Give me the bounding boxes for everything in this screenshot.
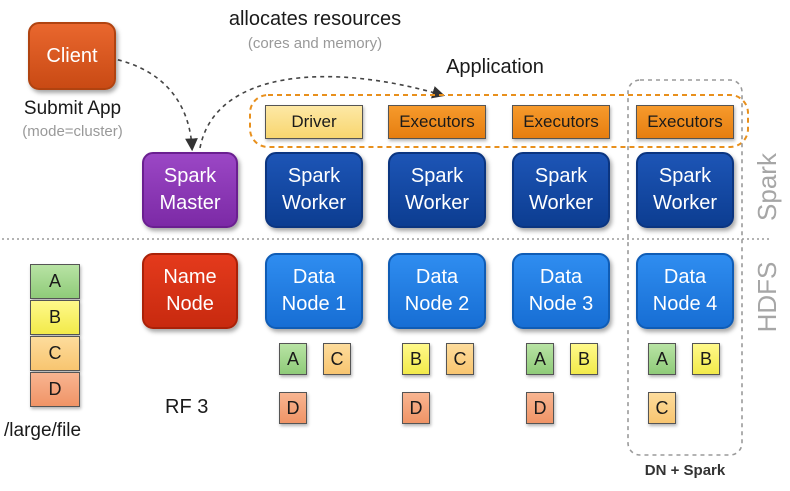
- block-label: C: [330, 348, 344, 369]
- spark-worker-2: Spark Worker: [388, 152, 486, 228]
- data-node-1: Data Node 1: [265, 253, 363, 329]
- driver-box: Driver: [265, 105, 363, 139]
- dn1-block-a: A: [279, 343, 307, 375]
- dn2-block-c: C: [446, 343, 474, 375]
- dn4-block-b: B: [692, 343, 720, 375]
- data-node-label: Data Node 2: [404, 266, 470, 315]
- spark-worker-label: Spark Worker: [652, 165, 718, 214]
- file-block-a: A: [30, 264, 80, 299]
- file-block-b: B: [30, 300, 80, 335]
- block-label: B: [699, 348, 712, 369]
- data-node-label: Data Node 3: [528, 266, 594, 315]
- dn-spark-label: DN + Spark: [644, 462, 726, 479]
- spark-worker-1: Spark Worker: [265, 152, 363, 228]
- dn2-block-b: B: [402, 343, 430, 375]
- spark-worker-4: Spark Worker: [636, 152, 734, 228]
- file-path-label: /large/file: [4, 420, 82, 441]
- data-node-label: Data Node 4: [652, 266, 718, 315]
- hdfs-side-label: HDFS: [751, 261, 782, 333]
- executor-label: Executors: [647, 112, 723, 131]
- dn3-block-d: D: [526, 392, 554, 424]
- executor-label: Executors: [399, 112, 475, 131]
- spark-worker-label: Spark Worker: [281, 165, 347, 214]
- allocates-label: allocates resources: [228, 8, 402, 30]
- spark-worker-3: Spark Worker: [512, 152, 610, 228]
- file-block-c: C: [30, 336, 80, 371]
- application-label: Application: [446, 56, 544, 78]
- data-node-3: Data Node 3: [512, 253, 610, 329]
- spark-side-label: Spark: [751, 153, 782, 221]
- dn1-block-c: C: [323, 343, 351, 375]
- data-node-2: Data Node 2: [388, 253, 486, 329]
- executor-label: Executors: [523, 112, 599, 131]
- driver-label: Driver: [291, 112, 337, 131]
- application-outline: [249, 94, 749, 148]
- block-label: B: [48, 307, 61, 327]
- submit-app-label: Submit App: [23, 98, 122, 119]
- block-label: C: [655, 397, 669, 418]
- block-label: D: [533, 397, 547, 418]
- submit-mode-label: (mode=cluster): [22, 123, 123, 140]
- block-label: C: [453, 348, 467, 369]
- block-label: D: [48, 379, 62, 399]
- client-box: Client: [28, 22, 116, 90]
- block-label: A: [48, 271, 61, 291]
- block-label: C: [48, 343, 62, 363]
- executor-box-3: Executors: [636, 105, 734, 139]
- file-block-d: D: [30, 372, 80, 407]
- submit-arrow: [109, 57, 198, 152]
- allocates-detail-label: (cores and memory): [247, 35, 383, 52]
- block-label: D: [409, 397, 423, 418]
- block-label: B: [409, 348, 422, 369]
- name-node-label: Name Node: [163, 266, 217, 315]
- data-node-label: Data Node 1: [281, 266, 347, 315]
- spark-master-label: Spark Master: [159, 165, 221, 214]
- block-label: D: [286, 397, 300, 418]
- executor-box-2: Executors: [512, 105, 610, 139]
- executor-box-1: Executors: [388, 105, 486, 139]
- client-label: Client: [46, 44, 98, 67]
- spark-worker-label: Spark Worker: [528, 165, 594, 214]
- dn3-block-b: B: [570, 343, 598, 375]
- block-label: A: [655, 348, 668, 369]
- block-label: A: [286, 348, 299, 369]
- name-node-box: Name Node: [142, 253, 238, 329]
- spark-master-box: Spark Master: [142, 152, 238, 228]
- data-node-4: Data Node 4: [636, 253, 734, 329]
- spark-worker-label: Spark Worker: [404, 165, 470, 214]
- dn3-block-a: A: [526, 343, 554, 375]
- block-label: B: [577, 348, 590, 369]
- dn-spark-outline: [627, 79, 743, 456]
- replication-factor-label: RF 3: [165, 396, 209, 418]
- block-label: A: [533, 348, 546, 369]
- dn2-block-d: D: [402, 392, 430, 424]
- dn4-block-c: C: [648, 392, 676, 424]
- dn4-block-a: A: [648, 343, 676, 375]
- dn1-block-d: D: [279, 392, 307, 424]
